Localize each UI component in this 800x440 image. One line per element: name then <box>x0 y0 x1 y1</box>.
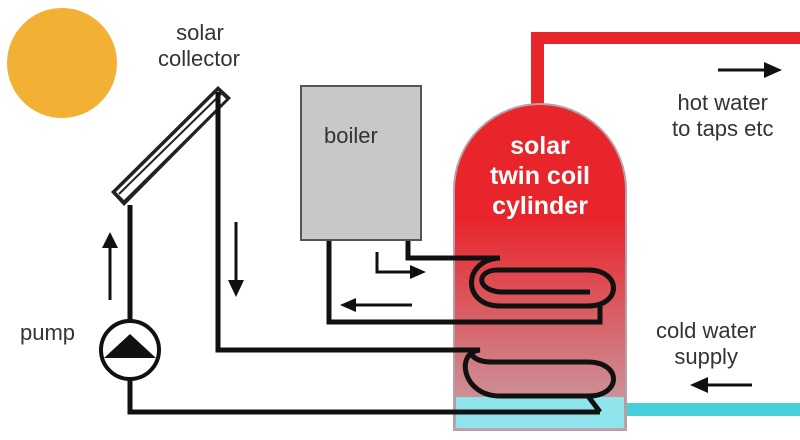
boiler-label: boiler <box>324 123 378 148</box>
sun-icon <box>7 8 117 118</box>
arrow-right-hot-icon <box>718 62 782 78</box>
hot-water-label-line-1: hot water <box>677 90 769 115</box>
cylinder-label-line-1: solar <box>510 132 570 160</box>
arrow-left-boiler-icon <box>340 298 412 312</box>
cylinder-label: solar twin coil cylinder <box>440 131 640 221</box>
solar-collector-label-line-1: solar <box>176 20 224 45</box>
cold-water-label-line-2: supply <box>674 344 738 369</box>
hot-water-label-line-2: to taps etc <box>672 116 774 141</box>
hot-water-label: hot water to taps etc <box>672 90 774 142</box>
solar-collector-label-line-2: collector <box>158 46 240 71</box>
solar-circuit-pipes <box>127 92 616 415</box>
arrow-left-cold-icon <box>690 377 752 393</box>
cold-water-pipe <box>600 403 800 416</box>
boiler-circuit-pipes <box>326 240 616 325</box>
pump-label: pump <box>20 320 76 345</box>
arrow-up-icon <box>102 232 118 300</box>
twin-coil-cylinder <box>453 103 627 431</box>
solar-collector-label: solar collector <box>158 20 240 72</box>
cold-water-label: cold water supply <box>656 318 756 370</box>
cylinder-label-line-2: twin coil <box>490 162 590 190</box>
boiler <box>300 85 422 241</box>
arrow-down-icon <box>228 222 244 297</box>
arrow-right-boiler-icon <box>375 252 426 279</box>
solar-collector-panel <box>111 86 231 206</box>
cold-water-label-line-1: cold water <box>656 318 757 343</box>
cylinder-label-line-3: cylinder <box>492 192 588 220</box>
pump-icon <box>99 319 161 381</box>
